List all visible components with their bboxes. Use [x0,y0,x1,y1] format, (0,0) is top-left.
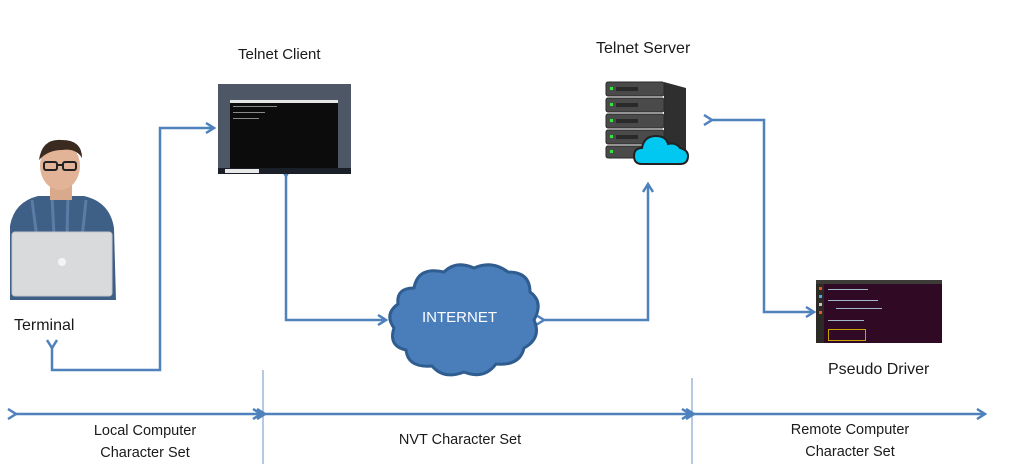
telnet-client-label: Telnet Client [238,46,321,63]
zone-label-remote-line2: Character Set [805,444,895,460]
telnet-server-label: Telnet Server [596,40,691,57]
zone-label-local: Local Computer Character Set [70,420,220,464]
zone-label-local-line2: Character Set [100,445,190,461]
zone-label-remote-line1: Remote Computer [790,422,910,438]
telnet-client-screen-icon [218,84,351,174]
pseudo-driver-terminal-icon [816,280,942,343]
arrow-terminal-to-client [52,128,214,372]
terminal-label: Terminal [14,317,75,334]
person-with-laptop-icon [10,139,116,300]
internet-label: INTERNET [422,309,497,326]
taskbar [218,168,351,174]
zone-label-local-line1: Local Computer [93,423,197,439]
zone-label-remote: Remote Computer Character Set [770,419,930,463]
pseudo-driver-label: Pseudo Driver [828,361,930,378]
server-rack-cloud-icon [605,81,690,165]
arrow-client-to-internet [286,176,386,320]
zone-label-nvt-line1: NVT Character Set [398,432,522,448]
internet-cloud-icon [388,263,540,377]
zone-label-nvt: NVT Character Set [375,429,545,451]
console-window [230,100,338,169]
arrow-server-to-pseudo-driver [712,120,814,312]
arrow-internet-to-server [544,184,648,320]
